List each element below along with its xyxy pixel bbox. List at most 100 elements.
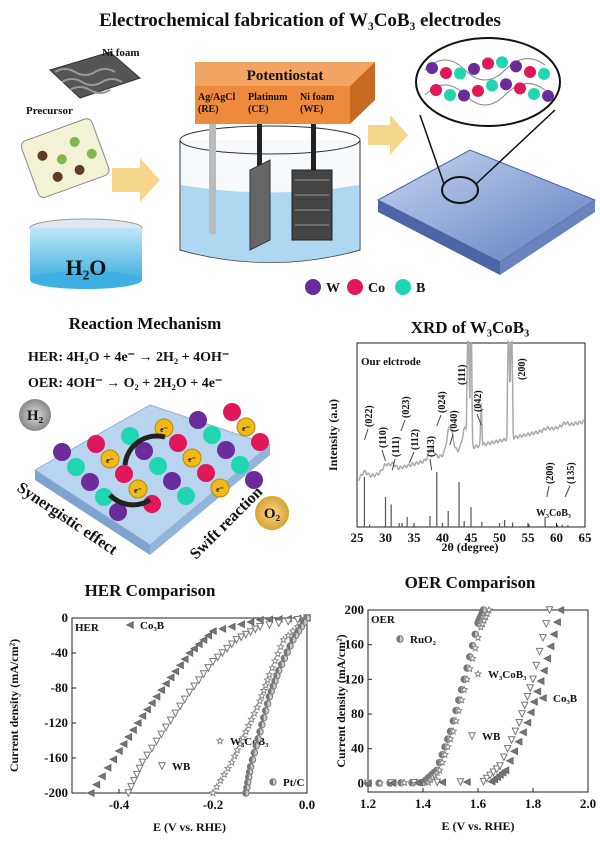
data-point: [97, 772, 106, 781]
precursor-beaker-illustration: [20, 118, 110, 198]
annotation-our-electrode: Our elctrode: [361, 356, 421, 368]
data-point: [267, 663, 277, 672]
atom: [524, 65, 536, 78]
data-point: [132, 770, 141, 779]
atom: [67, 458, 85, 476]
electrochemical-cell: [179, 124, 361, 263]
data-point: [199, 670, 208, 679]
data-point: [227, 757, 237, 767]
y-tick-label: 80: [351, 706, 364, 721]
x-tick-label: 45: [465, 530, 479, 545]
peak-label: (042): [473, 390, 484, 412]
data-point: [247, 715, 256, 724]
data-point: [142, 705, 151, 714]
data-point: [449, 726, 458, 735]
mechanism-title: Reaction Mechanism: [69, 314, 222, 333]
x-tick-label: 1.6: [470, 796, 487, 811]
process-arrow-icon: [112, 158, 160, 202]
data-point: [208, 788, 218, 797]
potentiostat-label: Potentiostat: [247, 68, 324, 84]
data-point: [138, 711, 147, 721]
data-point: [216, 776, 225, 785]
ni-foam-illustration: [49, 51, 141, 99]
process-arrow-icon: [368, 115, 408, 155]
data-point: [468, 654, 477, 663]
data-point: [180, 655, 189, 664]
data-point: [261, 680, 270, 690]
data-point: [479, 777, 488, 786]
data-point: [189, 644, 198, 653]
data-point-fill: [251, 749, 255, 756]
peak-label: (022): [364, 405, 375, 427]
y-tick-label: 200: [345, 602, 365, 617]
data-point: [265, 621, 274, 630]
electron-atom: [210, 478, 230, 498]
data-point: [515, 718, 524, 727]
data-point-fill: [286, 642, 291, 650]
peak-marker: [363, 428, 369, 441]
data-point-fill: [258, 721, 262, 728]
peak-label: (112): [410, 429, 421, 450]
y-tick-label: 120: [345, 671, 365, 686]
data-point: [86, 788, 95, 798]
data-point: [138, 758, 147, 767]
data-point: [457, 695, 466, 704]
data-point: [545, 606, 554, 615]
data-point: [518, 728, 527, 737]
data-point: [156, 686, 165, 695]
data-point: [114, 746, 123, 756]
figure-title: Electrochemical fabrication of W₃CoB₃ el…: [99, 10, 501, 31]
data-point: [284, 631, 293, 640]
data-point: [279, 635, 288, 644]
data-point: [460, 685, 469, 694]
peak-label: (113): [426, 436, 437, 457]
data-point: [507, 736, 516, 745]
data-point-fill: [269, 778, 273, 786]
x-axis-label: E (V vs. RHE): [153, 820, 226, 834]
data-point-fill: [253, 742, 257, 749]
data-point: [456, 778, 465, 787]
data-point: [233, 745, 242, 754]
data-point: [236, 620, 245, 629]
atom: [95, 488, 113, 506]
atom: [500, 78, 512, 91]
data-point: [175, 661, 184, 670]
data-point: [443, 742, 452, 751]
peak-marker: [476, 413, 482, 426]
atom: [163, 472, 181, 490]
legend-label: WB: [172, 761, 191, 773]
data-point-fill: [447, 728, 451, 735]
electrode-ce-name: Platinum: [248, 92, 288, 103]
data-point: [471, 643, 480, 652]
atom: [177, 487, 195, 505]
peak-marker: [449, 433, 454, 446]
h2-bubble-icon: [19, 399, 51, 431]
electron-label: e⁻: [242, 424, 250, 433]
water-dish-illustration: [29, 218, 143, 289]
o2-label: O₂: [264, 506, 281, 522]
y-tick-label: -80: [51, 680, 68, 695]
measured-pattern-line: [357, 339, 586, 482]
data-point: [503, 744, 512, 753]
data-point: [152, 737, 161, 746]
data-point-fill: [441, 743, 445, 751]
electron-atom: [100, 449, 120, 469]
x-tick-label: 30: [379, 530, 392, 545]
potentiostat-box: [195, 62, 375, 124]
data-point: [467, 732, 477, 741]
plot-frame: [356, 342, 586, 528]
data-point: [484, 605, 494, 614]
data-point: [255, 615, 264, 624]
atom: [189, 411, 207, 429]
atom: [251, 433, 269, 451]
data-point: [215, 736, 225, 745]
data-point: [152, 692, 161, 701]
legend-label: Co₃B: [140, 620, 165, 632]
legend-label: W₃CoB₃: [488, 669, 527, 681]
atom: [53, 443, 71, 461]
series-2: W₃CoB₃: [208, 613, 312, 797]
chart-title: OER Comparison: [405, 573, 536, 592]
data-point: [119, 739, 128, 749]
